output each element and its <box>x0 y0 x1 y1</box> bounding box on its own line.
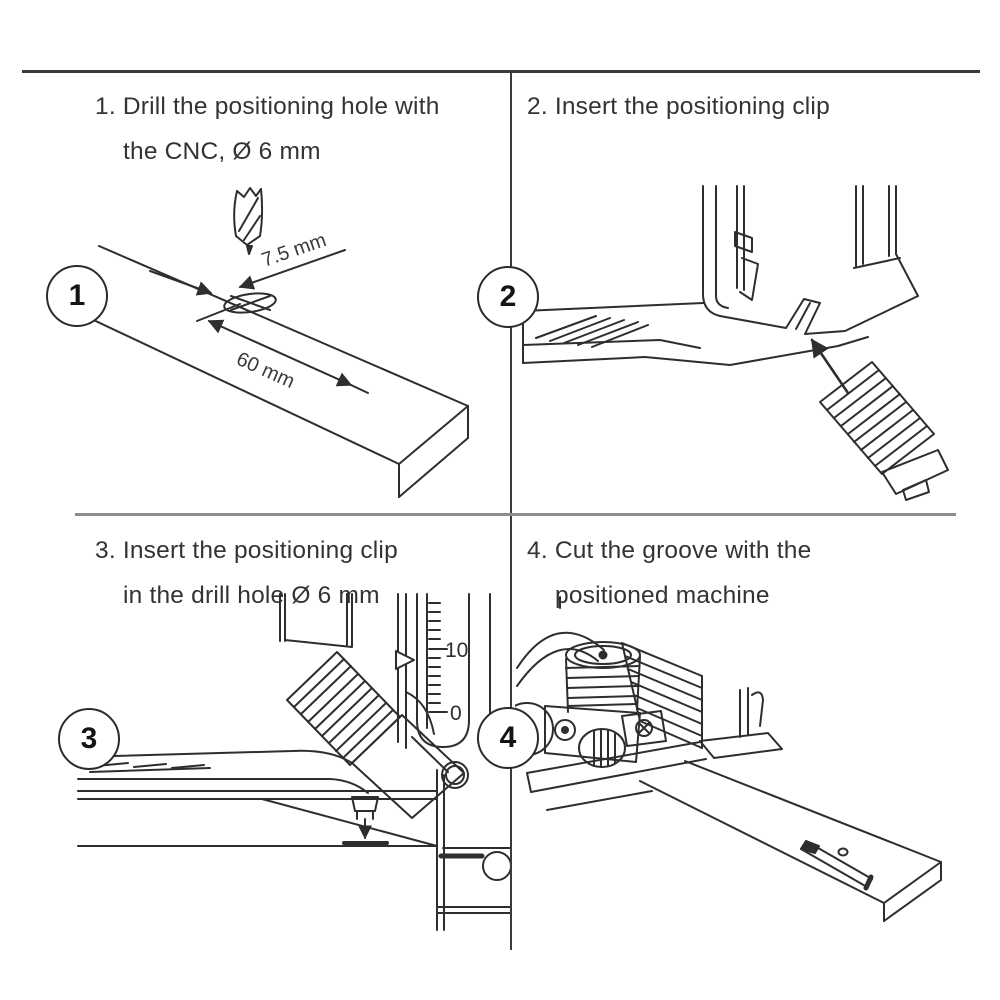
step4-number: 4 <box>499 721 517 754</box>
top-rule <box>22 70 980 73</box>
hole-in-groove <box>837 847 849 857</box>
groove-cutter-machine <box>515 596 783 811</box>
machine-base <box>522 185 919 366</box>
dim-7-5-label: 7.5 mm <box>259 229 329 272</box>
step3-line1: 3. Insert the positioning clip <box>95 537 398 564</box>
figure-cut-groove <box>515 596 942 922</box>
hatching <box>535 315 649 348</box>
step1-line1: 1. Drill the positioning hole with <box>95 93 440 120</box>
step1-heading: 1. Drill the positioning hole with the C… <box>95 84 440 174</box>
positioning-hole <box>223 292 277 314</box>
step3-badge: 3 <box>58 708 120 770</box>
board-with-groove <box>639 760 942 922</box>
vertical-divider <box>510 71 512 950</box>
step4-badge: 4 <box>477 707 539 769</box>
step4-line2: positioned machine <box>555 582 770 609</box>
step3-number: 3 <box>80 722 98 755</box>
step1-number: 1 <box>68 279 86 312</box>
step4-line1: 4. Cut the groove with the <box>527 537 812 564</box>
scale-pointer-icon <box>395 650 415 670</box>
middle-rule <box>75 513 956 516</box>
pin-with-arrow <box>342 796 389 845</box>
figure-insert-clip <box>522 185 949 501</box>
drill-bit-icon <box>233 187 264 255</box>
step2-badge: 2 <box>477 266 539 328</box>
dimension-lines <box>149 249 369 394</box>
step3-line2: in the drill hole Ø 6 mm <box>123 582 380 609</box>
step2-line1: 2. Insert the positioning clip <box>527 93 830 120</box>
step2-heading: 2. Insert the positioning clip <box>527 84 830 129</box>
step1-badge: 1 <box>46 265 108 327</box>
column-lower <box>436 761 510 931</box>
board-lines <box>77 798 510 849</box>
scale-10-label: 10 <box>445 639 468 662</box>
positioning-clip <box>819 361 949 501</box>
clamp-arm <box>77 749 438 800</box>
figure-clip-in-hole: 10 0 <box>77 593 510 931</box>
step3-heading: 3. Insert the positioning clip in the dr… <box>95 528 398 618</box>
step2-number: 2 <box>499 280 517 313</box>
dim-60-label: 60 mm <box>233 348 298 393</box>
scale-0-label: 0 <box>450 702 462 725</box>
figure-drill-hole: 7.5 mm 60 mm <box>48 187 469 498</box>
step4-heading: 4. Cut the groove with the positioned ma… <box>527 528 811 618</box>
step1-line2: the CNC, Ø 6 mm <box>123 138 321 165</box>
groove-mark <box>800 840 820 854</box>
